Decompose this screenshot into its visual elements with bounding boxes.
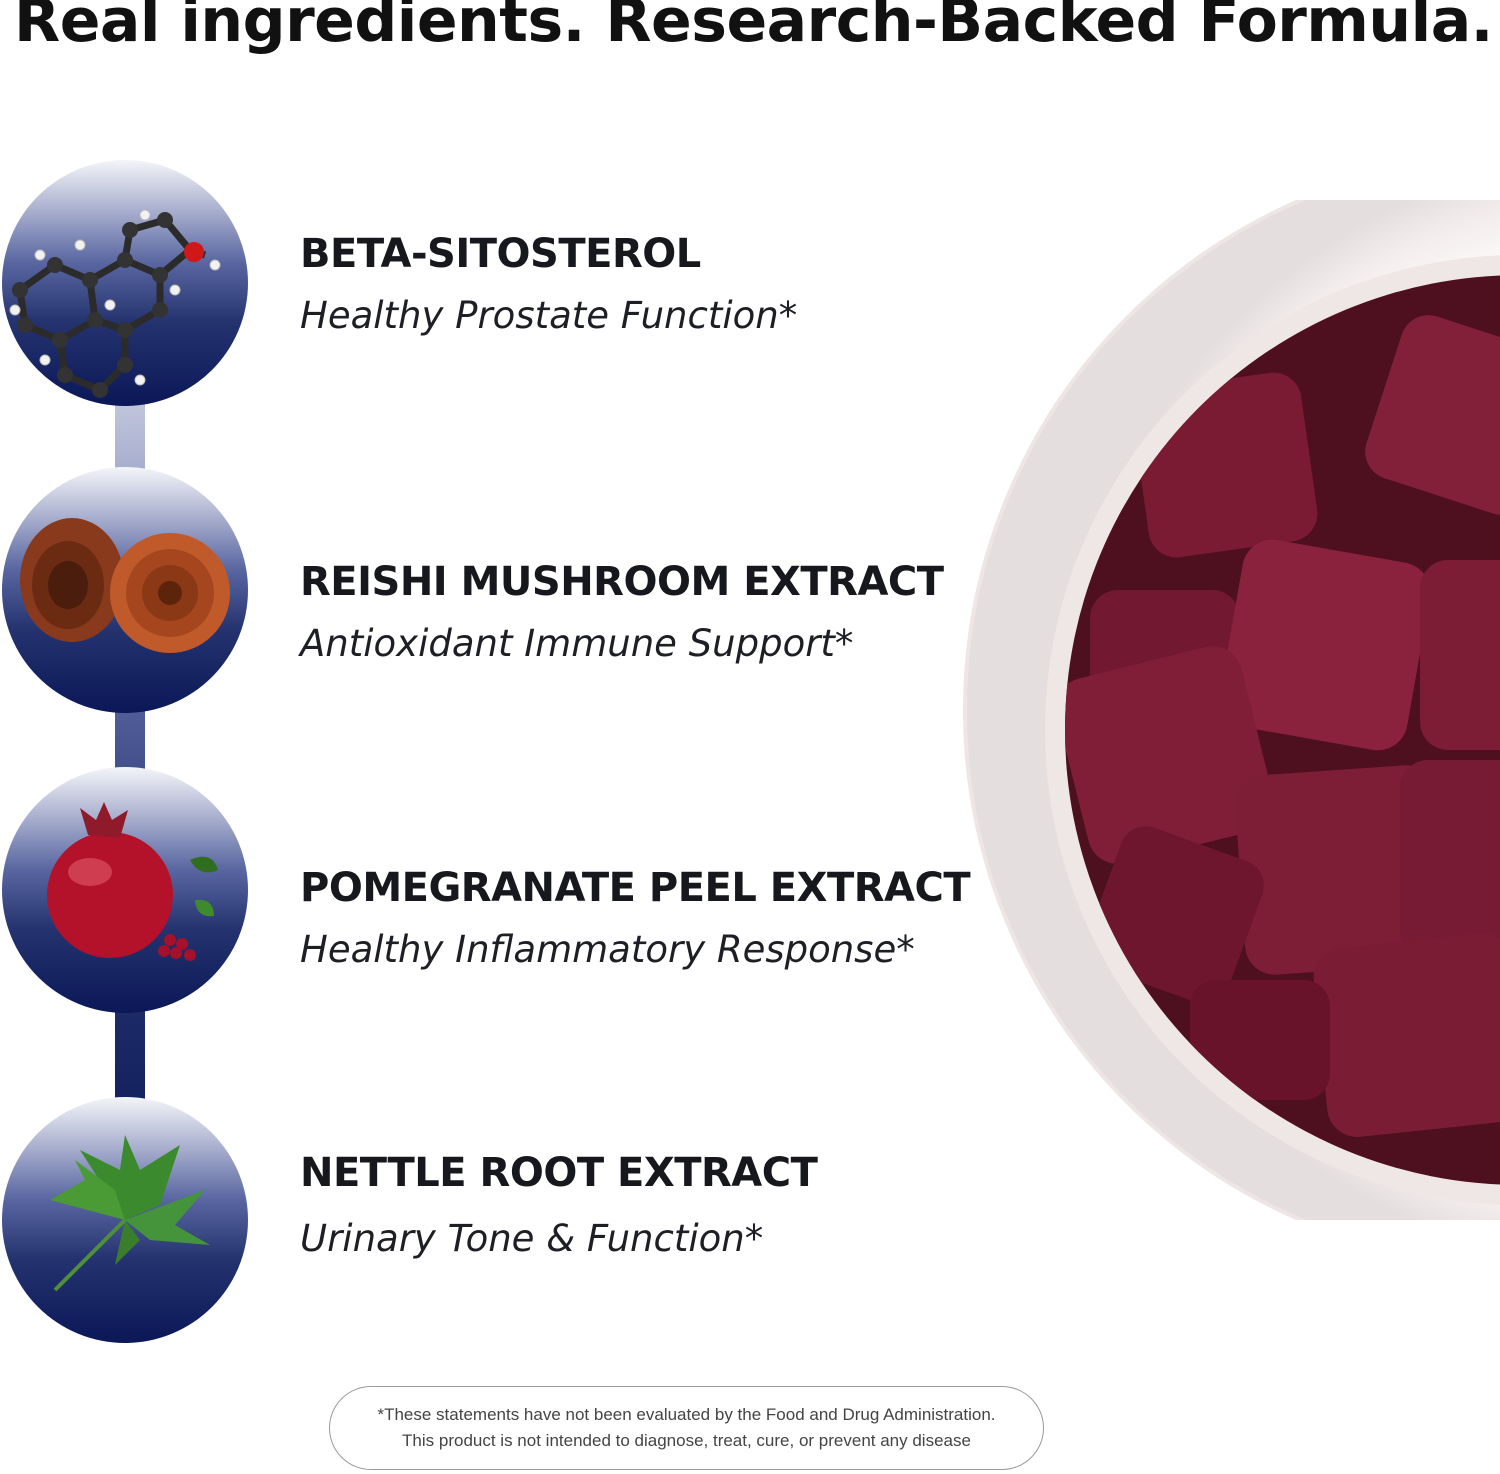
ingredient-benefit: Healthy Inflammatory Response* — [300, 928, 915, 971]
ingredient-name: REISHI MUSHROOM EXTRACT — [300, 559, 944, 605]
reishi-mushroom-icon — [20, 518, 230, 653]
ingredient-name: NETTLE ROOT EXTRACT — [300, 1150, 818, 1196]
fda-disclaimer: *These statements have not been evaluate… — [329, 1386, 1044, 1470]
ingredient-benefit: Antioxidant Immune Support* — [300, 622, 854, 665]
ingredient-name: POMEGRANATE PEEL EXTRACT — [300, 865, 971, 911]
pomegranate-icon — [47, 802, 218, 961]
disclaimer-line-1: *These statements have not been evaluate… — [377, 1405, 996, 1424]
disclaimer-line-2: This product is not intended to diagnose… — [402, 1431, 971, 1450]
ingredient-chain — [2, 160, 248, 1343]
page-title: Real ingredients. Research-Backed Formul… — [14, 0, 1493, 56]
ingredient-name: BETA-SITOSTEROL — [300, 231, 701, 277]
gummy-jar-image — [963, 200, 1500, 1220]
nettle-leaf-icon — [50, 1135, 210, 1292]
ingredient-benefit: Healthy Prostate Function* — [300, 294, 798, 337]
ingredient-benefit: Urinary Tone & Function* — [300, 1217, 764, 1260]
